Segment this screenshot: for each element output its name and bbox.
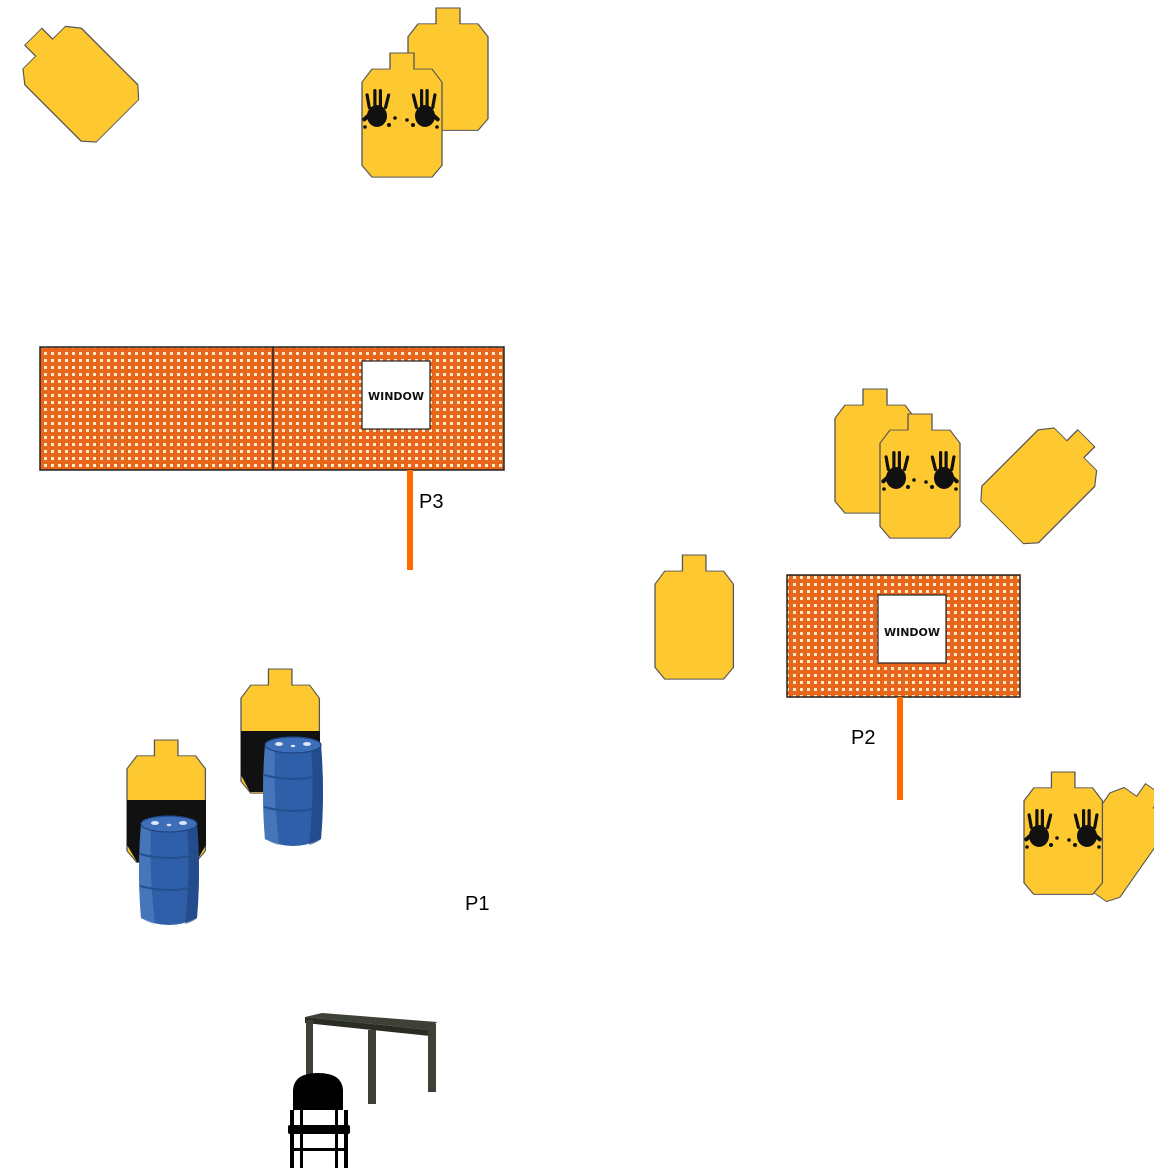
window-label-p3: WINDOW [368, 390, 424, 403]
wall-p3: WINDOW [39, 346, 505, 471]
target-left-of-p2-wall [654, 554, 735, 680]
fault-line-p3 [407, 470, 413, 570]
folding-chair-icon [288, 1073, 350, 1168]
target-top-left-tilted [4, 7, 147, 150]
hands-up-icon [880, 451, 960, 491]
barrel-icon [138, 815, 200, 926]
window-label-p2: WINDOW [884, 626, 940, 639]
position-label-p3: P3 [419, 491, 444, 513]
target-right-tilted [973, 409, 1116, 552]
barrel-icon [262, 736, 324, 847]
position-label-p1: P1 [465, 893, 490, 915]
hands-up-icon [361, 89, 441, 129]
hands-up-icon [1023, 809, 1103, 849]
fault-line-p2 [897, 697, 903, 800]
window-p3 [361, 360, 431, 430]
table-icon [305, 1013, 437, 1104]
position-label-p2: P2 [851, 727, 876, 749]
window-p2 [877, 594, 947, 664]
wall-p2: WINDOW [786, 574, 1021, 698]
